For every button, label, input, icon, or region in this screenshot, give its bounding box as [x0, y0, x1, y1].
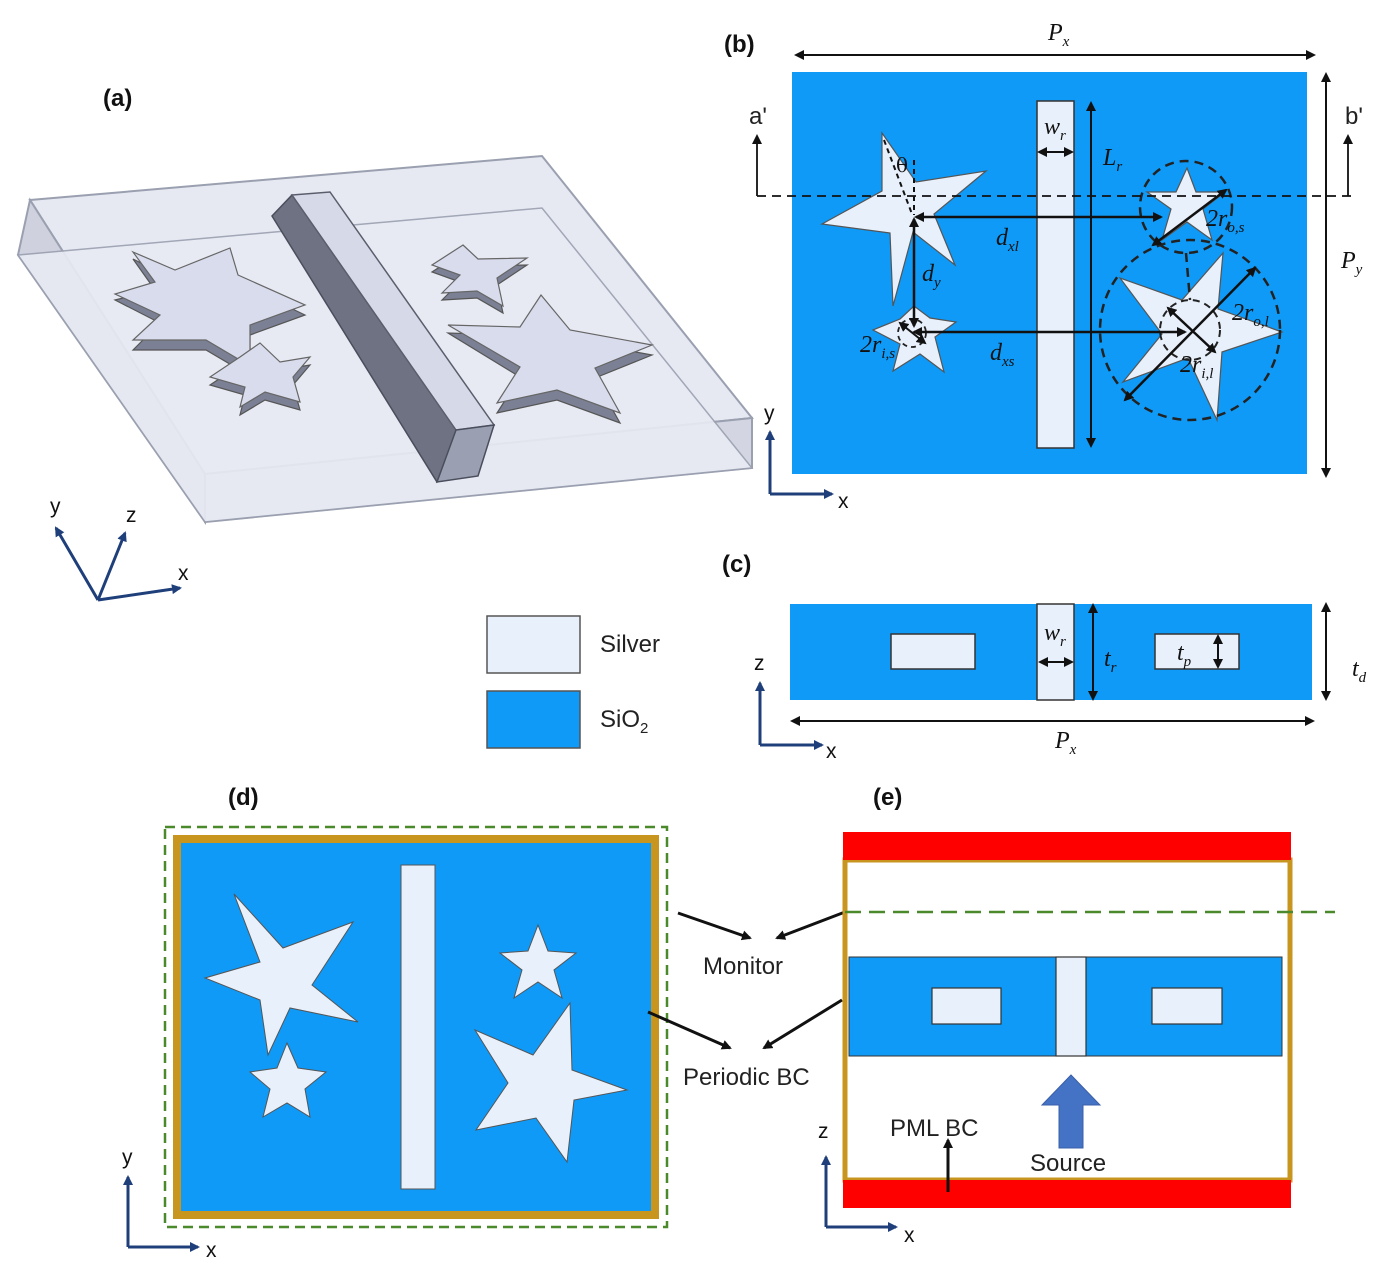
axis-a-x-label: x: [178, 562, 189, 585]
source-arrow-icon: [1040, 1074, 1102, 1149]
panel-c-label: (c): [722, 551, 751, 578]
dim-ril: [1166, 306, 1217, 354]
star-small-left-top: [208, 342, 312, 409]
pml-top: [843, 832, 1291, 860]
label-px-bottom: Px: [1054, 728, 1077, 758]
label-tp: tp: [1177, 640, 1192, 670]
axis-d-x-label: x: [206, 1239, 217, 1262]
arrow-periodic-d: [647, 1010, 732, 1050]
axis-c-x-label: x: [826, 740, 837, 763]
star-section-left-e: [931, 987, 1002, 1025]
star-small-left-d: [248, 1041, 328, 1119]
arrow-monitor-d: [677, 911, 752, 941]
arrow-periodic-e: [762, 998, 843, 1050]
circle-outer-small: [1138, 159, 1234, 255]
axis-a-y-label: y: [50, 495, 61, 518]
rod-d: [400, 864, 436, 1190]
panel-e: (e) Source PML BC x z: [818, 784, 1335, 1247]
theta-star-line: [883, 139, 913, 215]
axis-a-x: [97, 584, 182, 602]
panel-e-label: (e): [873, 784, 902, 811]
label-px-top: Px: [1047, 20, 1070, 50]
label-ros: 2ro,s: [1206, 206, 1245, 236]
axis-e-x-label: x: [904, 1224, 915, 1247]
rod-end-face: [435, 424, 496, 483]
star-section-right: [1154, 633, 1240, 670]
star-section-left: [890, 633, 976, 670]
axis-c-z-label: z: [754, 652, 765, 675]
label-theta: θ: [896, 153, 908, 177]
rod-top-view: [1036, 100, 1075, 449]
panel-d-label: (d): [228, 784, 259, 811]
legend-swatch-sio2: [486, 690, 581, 749]
dim-ris: [898, 321, 927, 345]
axis-d-y-label: y: [122, 1146, 133, 1169]
panel-c: (c) wr tr tp td Px x z: [722, 551, 1367, 763]
label-dy: dy: [922, 261, 941, 291]
label-lr: Lr: [1102, 145, 1122, 175]
rod-section: [1036, 603, 1075, 701]
monitor-label: Monitor: [703, 953, 783, 980]
label-dxs: dxs: [990, 340, 1015, 370]
panel-b-label: (b): [724, 31, 755, 58]
star-large-right-d: [473, 1001, 629, 1164]
star-large-left-d: [203, 893, 359, 1057]
label-dxl: dxl: [996, 225, 1019, 255]
legend-label-sio2: SiO2: [600, 706, 648, 737]
label-a-prime: a': [749, 103, 767, 130]
pml-bc-label: PML BC: [890, 1115, 978, 1142]
monitor-box-d: [163, 825, 669, 1229]
panel-b: (b) a' b' Px Py Lr wr dxl dxs dy: [724, 20, 1363, 513]
axis-b-x-label: x: [838, 490, 849, 513]
label-wr-b: wr: [1044, 114, 1066, 144]
arrow-monitor-e: [775, 910, 846, 940]
star-small-right-d: [498, 923, 578, 1000]
star-small-right-top: [430, 244, 530, 308]
axis-a-y: [54, 526, 100, 601]
pml-bottom: [843, 1180, 1291, 1208]
label-ris: 2ri,s: [860, 332, 895, 362]
panel-a-label: (a): [103, 85, 132, 112]
legend-label-silver: Silver: [600, 631, 660, 658]
panel-d: (d) x y: [122, 784, 669, 1262]
label-wr-c: wr: [1044, 620, 1066, 650]
label-b-prime: b': [1345, 103, 1363, 130]
source-label: Source: [1030, 1150, 1106, 1177]
axis-b-y-label: y: [764, 402, 775, 425]
label-py: Py: [1340, 248, 1363, 278]
label-ril: 2ri,l: [1180, 352, 1213, 382]
star-section-right-e: [1151, 987, 1223, 1025]
legend: Silver SiO2: [486, 615, 660, 749]
star-large-right-top: [447, 293, 655, 415]
legend-swatch-silver: [486, 615, 581, 674]
axis-e-z-label: z: [818, 1120, 829, 1143]
center-annotations: Monitor Periodic BC: [647, 910, 846, 1091]
label-tr: tr: [1104, 646, 1117, 676]
periodic-bc-label: Periodic BC: [683, 1064, 810, 1091]
label-rol: 2ro,l: [1232, 300, 1269, 330]
axis-a-z-label: z: [126, 504, 137, 527]
panel-a: (a) x y z: [16, 85, 754, 602]
axis-a-z: [96, 531, 127, 601]
rod-section-e: [1055, 956, 1087, 1057]
label-td: td: [1352, 656, 1367, 686]
dim-ros: [1151, 188, 1228, 247]
